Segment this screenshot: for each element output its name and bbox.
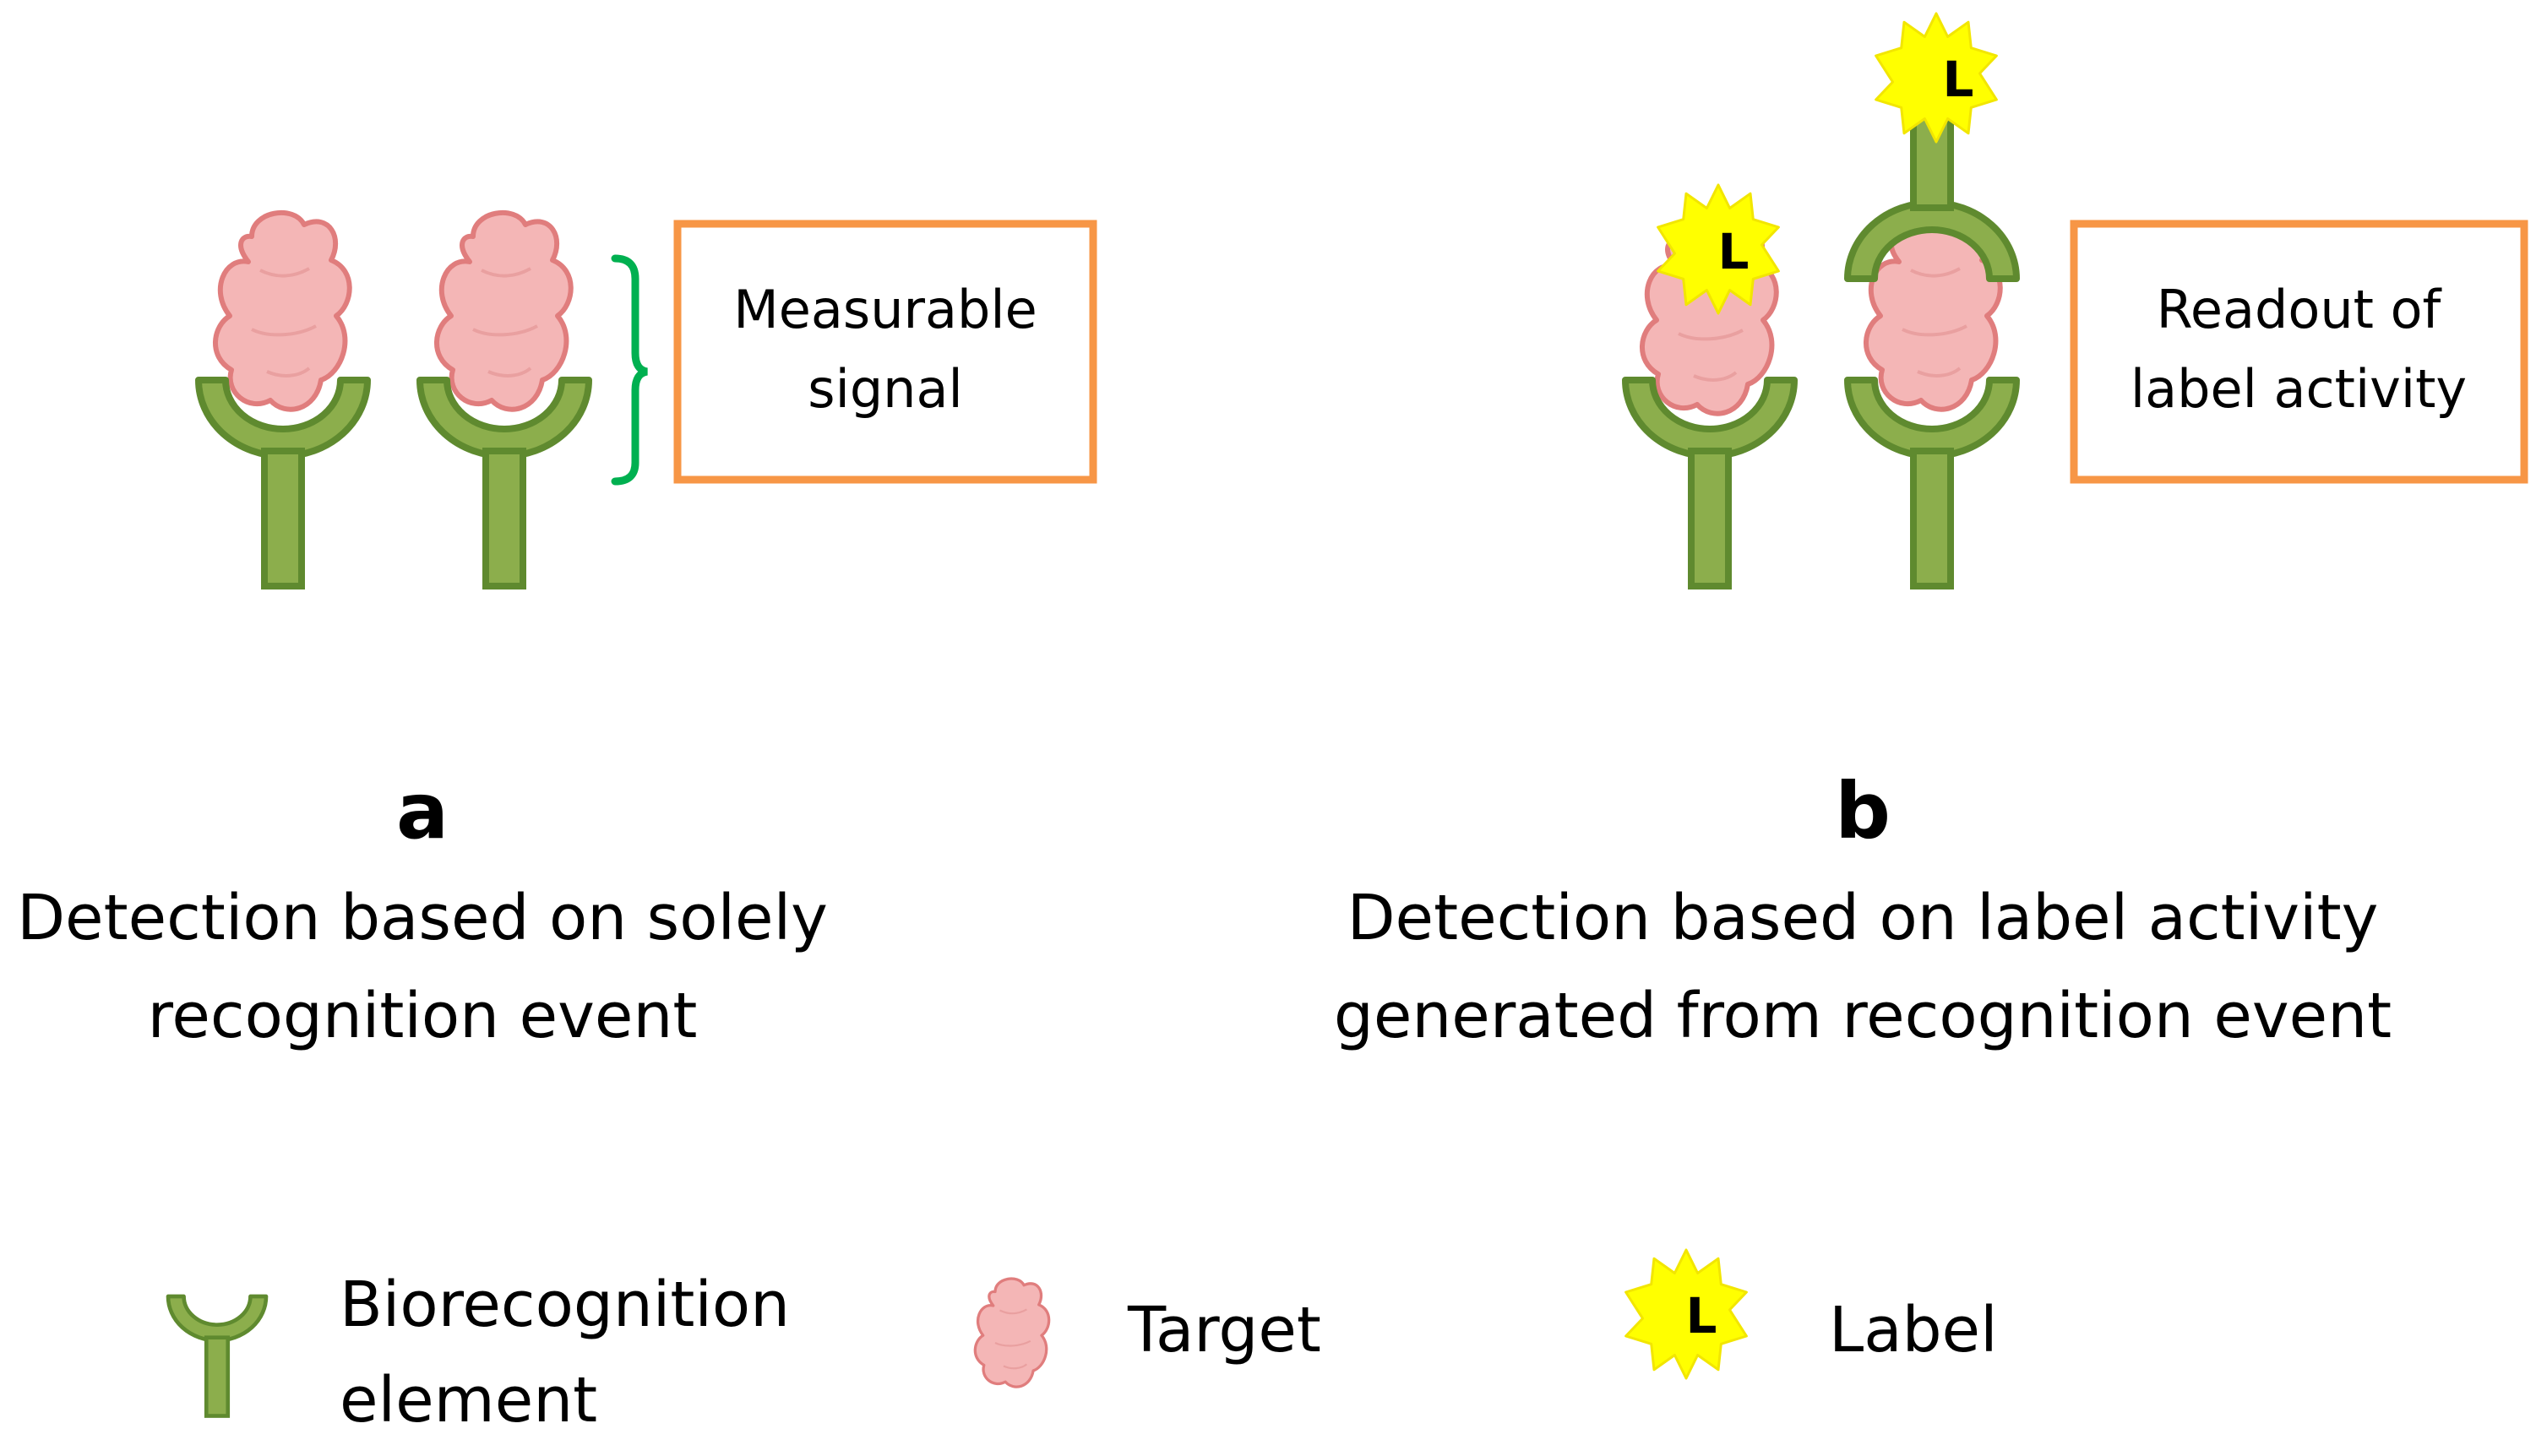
readout-label-activity-box xyxy=(2070,220,2528,484)
panel-a-caption-line1: Detection based on solely xyxy=(17,882,828,954)
panel-a-letter: a xyxy=(396,766,449,856)
panel-a-caption-line2: recognition event xyxy=(148,980,698,1052)
legend-label-label: Label xyxy=(1829,1294,1998,1366)
legend-label-icon: L xyxy=(1624,1248,1748,1380)
legend-target-icon xyxy=(973,1277,1051,1388)
measurable-signal-line1: Measurable xyxy=(733,279,1037,340)
panel-b-letter: b xyxy=(1835,766,1891,856)
label-star-b1: L xyxy=(1657,183,1780,315)
biorecognition-element-a1 xyxy=(199,380,367,586)
legend-target-label: Target xyxy=(1127,1294,1321,1366)
legend-label-letter: L xyxy=(1686,1287,1717,1345)
legend: Biorecognition element Target L Label xyxy=(168,1248,1998,1437)
label-letter-b2: L xyxy=(1943,51,1974,108)
target-molecule-a2 xyxy=(437,213,571,410)
legend-biorecognition-label-line2: element xyxy=(340,1364,597,1437)
readout-line2: label activity xyxy=(2131,358,2467,420)
labelled-secondary-element: L xyxy=(1848,12,2016,279)
readout-line1: Readout of xyxy=(2157,279,2443,340)
target-molecule-a1 xyxy=(215,213,350,410)
panel-b: L L Readout of label activity b Detectio… xyxy=(1334,12,2528,1052)
legend-biorecognition-label-line1: Biorecognition xyxy=(340,1269,790,1341)
label-star-b2 xyxy=(1875,12,1998,144)
biorecognition-element-b2 xyxy=(1848,380,2016,586)
legend-biorecognition-icon xyxy=(168,1296,266,1416)
measurable-signal-box xyxy=(673,220,1097,484)
measurable-signal-line2: signal xyxy=(808,358,962,420)
signal-brace xyxy=(611,254,649,486)
panel-b-caption-line1: Detection based on label activity xyxy=(1347,882,2379,954)
biorecognition-element-a2 xyxy=(420,380,589,586)
panel-b-caption-line2: generated from recognition event xyxy=(1334,980,2392,1052)
label-letter-b1: L xyxy=(1718,223,1750,280)
panel-a: Measurable signal a Detection based on s… xyxy=(17,213,1097,1052)
